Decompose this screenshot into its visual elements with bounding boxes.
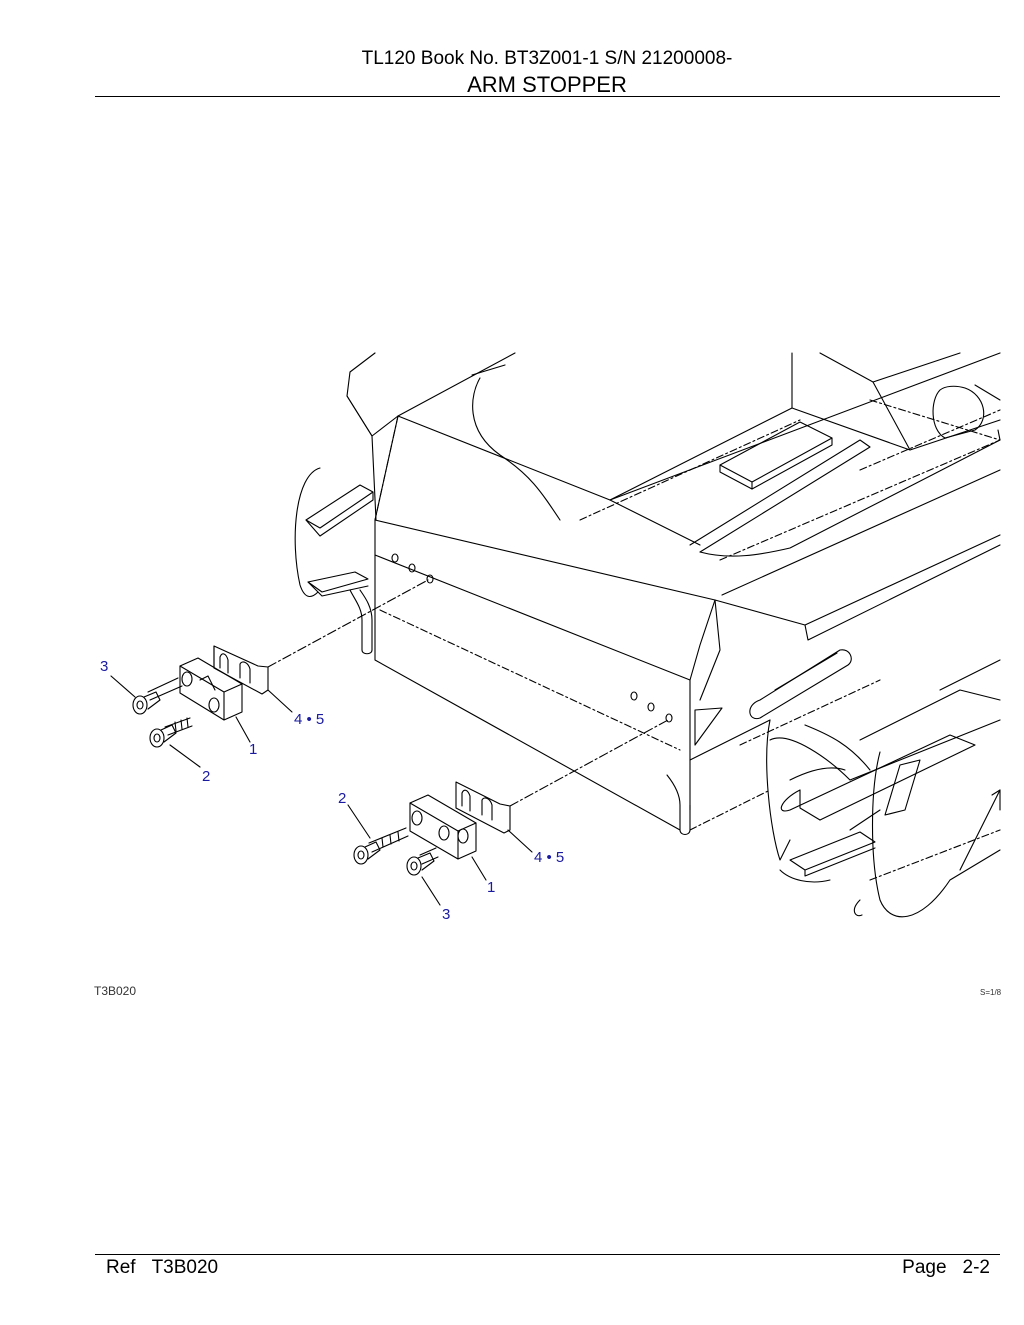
machine-frame xyxy=(294,352,1001,918)
figure-code: T3B020 xyxy=(94,984,137,998)
lower-stopper-assembly xyxy=(347,719,669,906)
callouts: 3 4 • 5 1 2 2 4 • 5 1 3 xyxy=(100,658,564,923)
footer-ref: Ref T3B020 xyxy=(106,1257,218,1279)
header-divider xyxy=(95,96,1000,97)
callout-2-upper: 2 xyxy=(202,768,210,785)
ref-value: T3B020 xyxy=(151,1257,219,1278)
bolt-upper-2 xyxy=(149,717,193,748)
header-model-line: TL120 Book No. BT3Z001-1 S/N 21200008- xyxy=(361,48,733,69)
callout-3-upper: 3 xyxy=(100,658,108,675)
callout-4-5-lower: 4 • 5 xyxy=(534,849,564,866)
callout-1-upper: 1 xyxy=(249,741,257,758)
callout-3-lower: 3 xyxy=(442,906,450,923)
bolt-upper-3 xyxy=(132,677,183,715)
footer-page: Page 2-2 xyxy=(902,1257,990,1279)
stopper-block-lower xyxy=(409,794,477,860)
page-number: 2-2 xyxy=(962,1257,990,1278)
bolt-lower-2 xyxy=(353,827,409,865)
footer-divider xyxy=(95,1254,1000,1255)
stopper-block-upper xyxy=(179,657,243,721)
scale-label: S=1/8 xyxy=(980,988,1002,997)
ref-label: Ref xyxy=(106,1257,136,1278)
shim-lower xyxy=(455,781,511,834)
page-label: Page xyxy=(902,1257,947,1278)
callout-1-lower: 1 xyxy=(487,879,495,896)
shim-upper xyxy=(213,645,269,695)
section-title: ARM STOPPER xyxy=(467,72,627,97)
bolt-lower-3 xyxy=(406,847,439,876)
upper-stopper-assembly xyxy=(110,579,429,768)
callout-4-5-upper: 4 • 5 xyxy=(294,711,324,728)
callout-2-lower: 2 xyxy=(338,790,346,807)
